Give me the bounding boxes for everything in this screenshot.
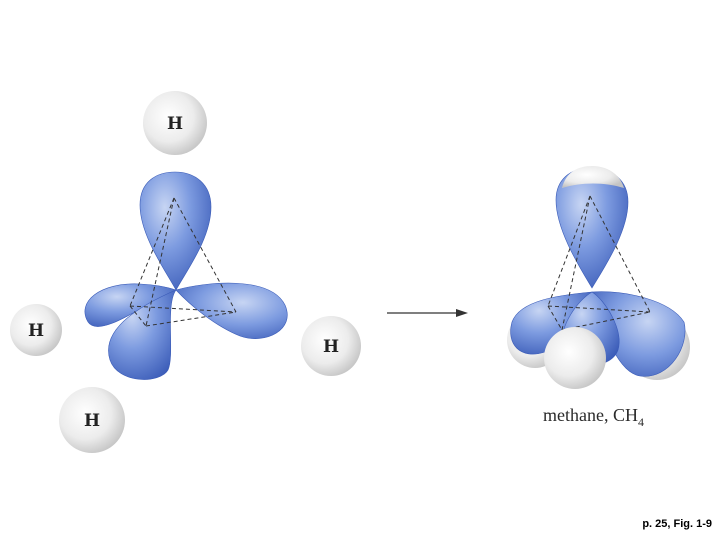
reaction-arrow [387,309,468,317]
orbital-lobe-right [175,282,288,339]
figure-caption: p. 25, Fig. 1-9 [642,518,712,530]
product-name: methane, CH [543,405,638,425]
methane-molecule [507,166,690,389]
h-label: H [323,337,339,357]
hydrogen-atom-top: H [143,91,207,155]
tetrahedron-frame-left [129,197,237,327]
methane-h-top [562,166,624,188]
hydrogen-atom-right: H [301,316,361,376]
orbital-lobe-top [139,171,212,291]
sp3-carbon-orbitals [84,171,288,380]
hydrogen-atom-bottom: H [59,387,125,453]
h-label: H [167,114,183,134]
orbital-lobe-front [108,289,177,380]
tetrahedron-frame-right [547,195,651,331]
methane-h-front [544,327,606,389]
product-label: methane, CH4 [543,405,644,429]
product-subscript: 4 [637,415,644,429]
h-label: H [84,411,100,431]
hydrogen-atom-left: H [10,304,62,356]
h-label: H [28,321,44,341]
